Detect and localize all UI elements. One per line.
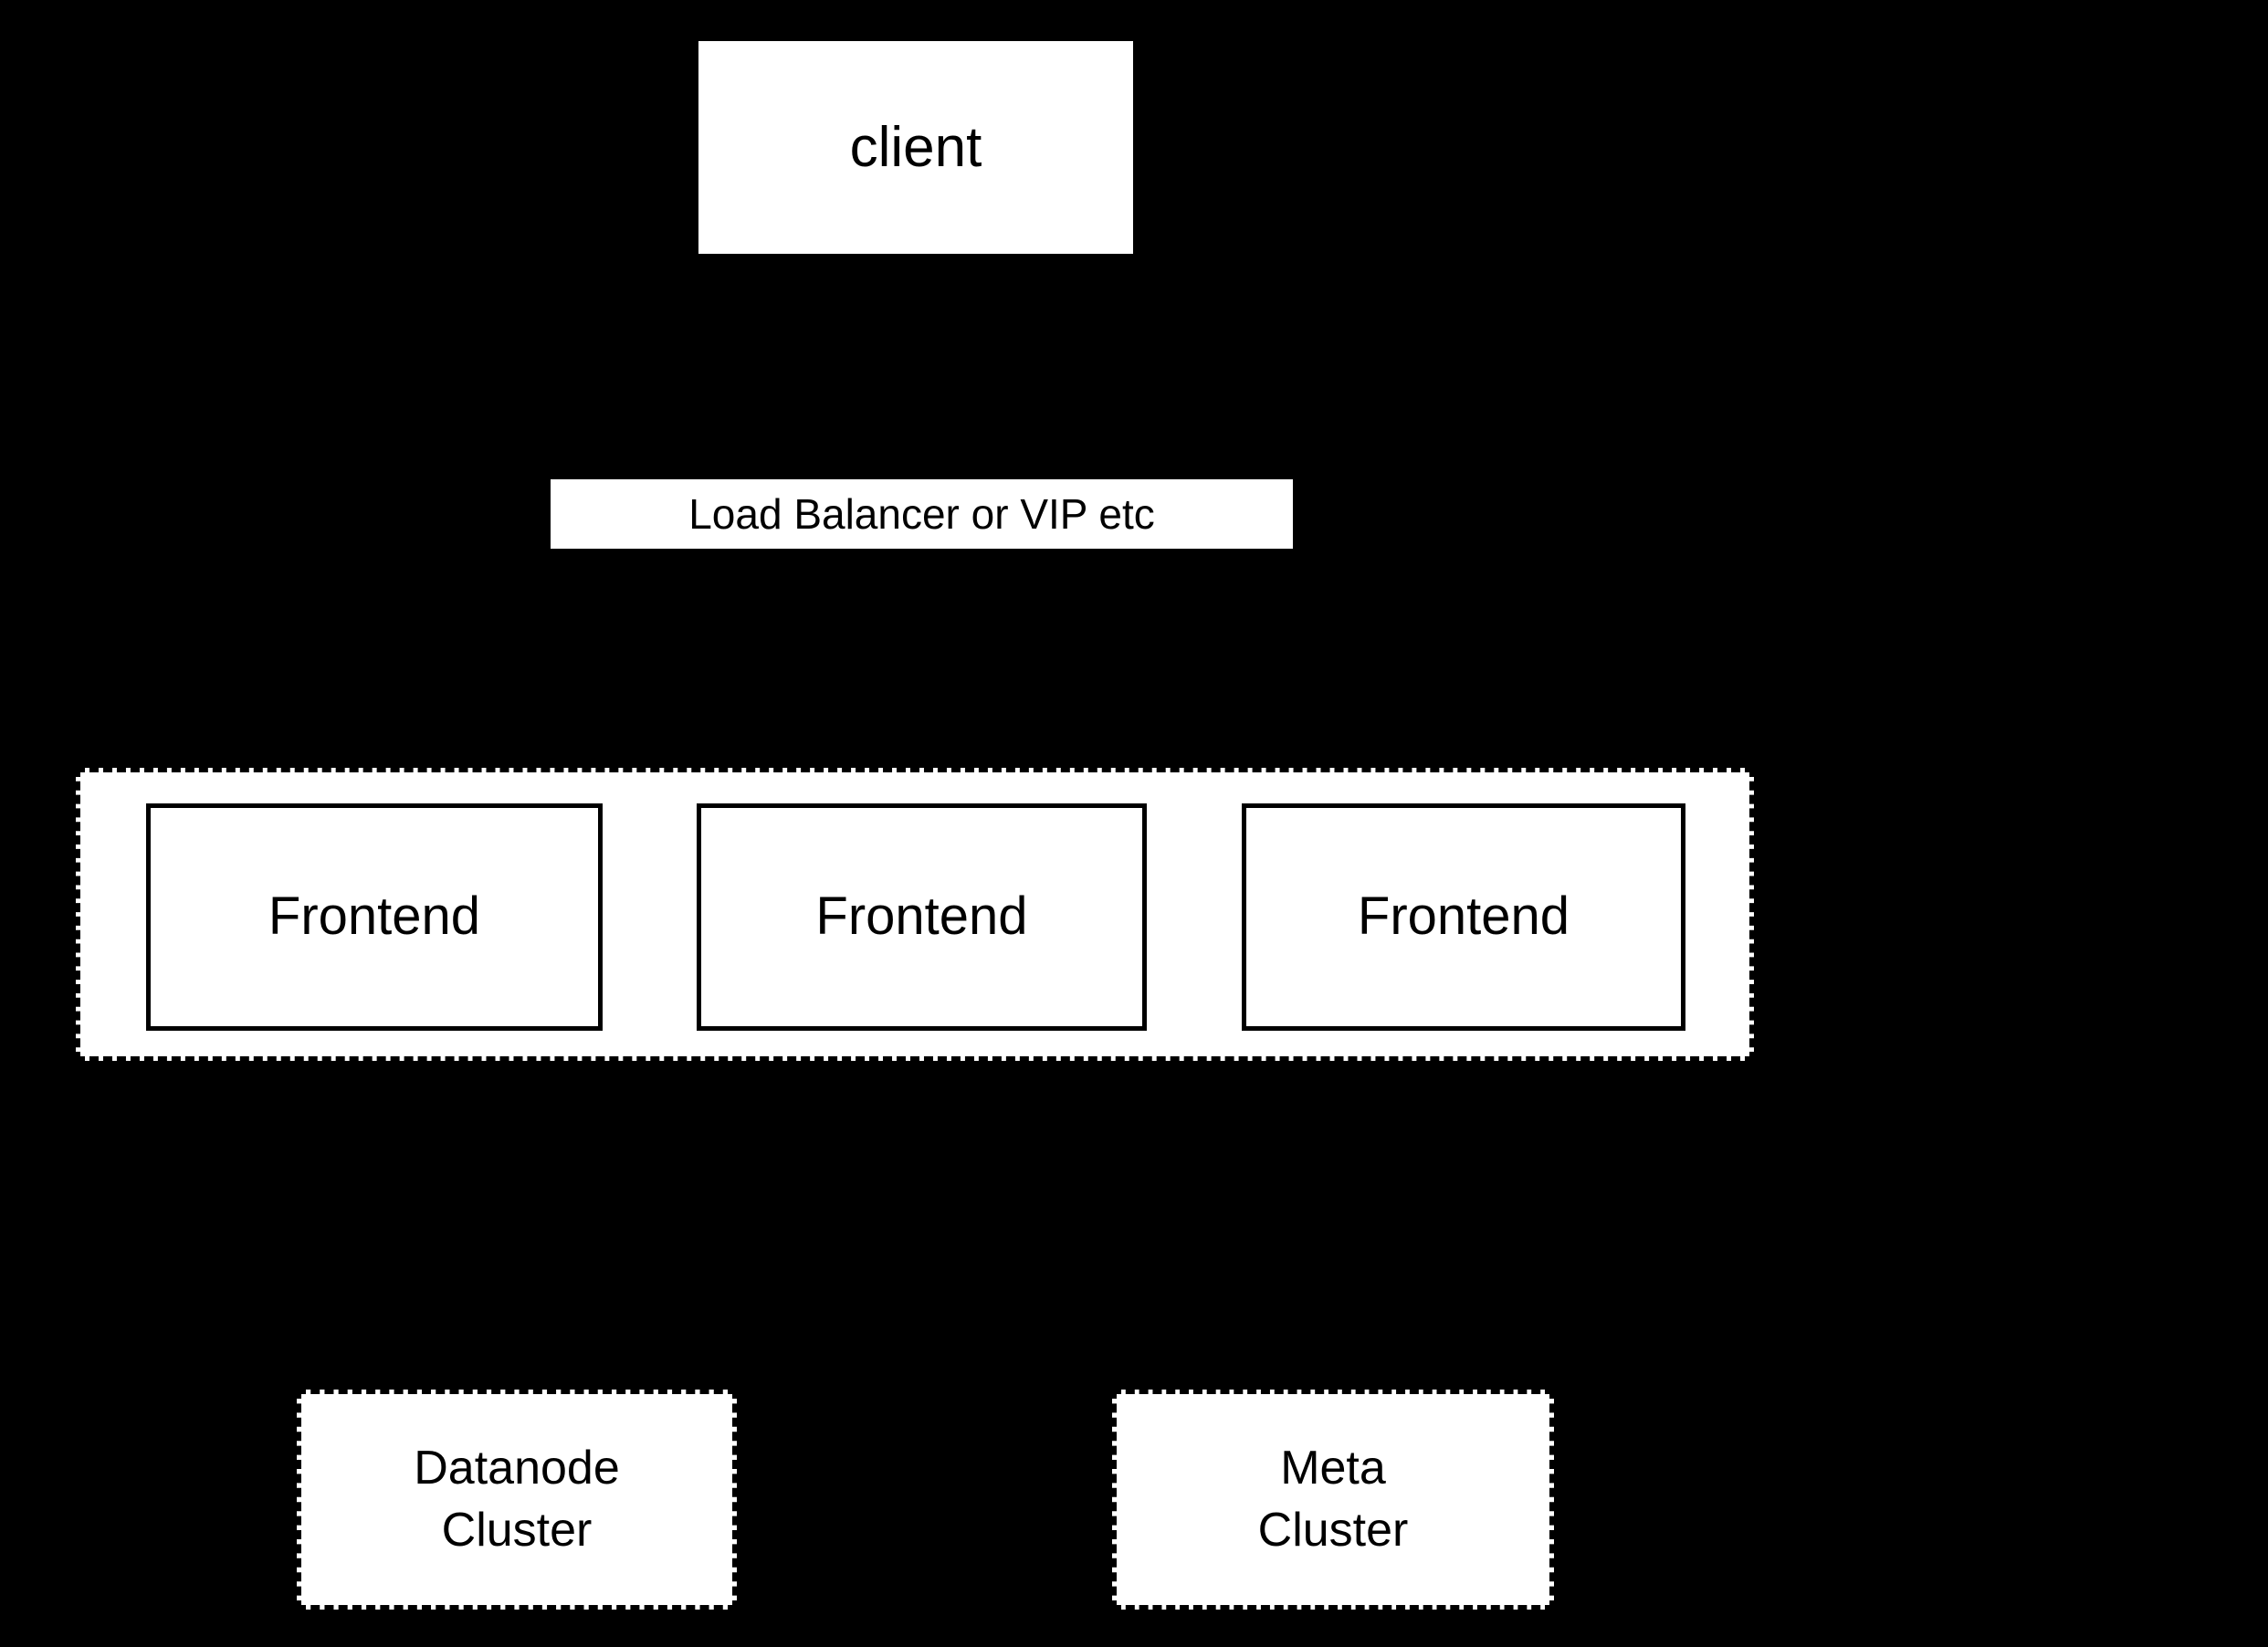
node-meta-cluster[interactable]: Meta Cluster	[1112, 1390, 1554, 1610]
node-datanode-cluster[interactable]: Datanode Cluster	[297, 1390, 737, 1610]
node-client-label: client	[849, 115, 982, 179]
node-frontend-3-label: Frontend	[1357, 886, 1570, 947]
node-frontend-3[interactable]: Frontend	[1242, 803, 1685, 1031]
node-load-balancer[interactable]: Load Balancer or VIP etc	[551, 479, 1293, 549]
node-datanode-cluster-label: Datanode Cluster	[414, 1441, 620, 1557]
node-frontend-2-label: Frontend	[815, 886, 1028, 947]
node-frontend-1-label: Frontend	[268, 886, 481, 947]
node-frontend-1[interactable]: Frontend	[146, 803, 603, 1031]
node-client[interactable]: client	[698, 41, 1133, 254]
frontend-cluster-container[interactable]: Frontend Frontend Frontend	[76, 768, 1754, 1061]
node-frontend-2[interactable]: Frontend	[697, 803, 1147, 1031]
node-load-balancer-label: Load Balancer or VIP etc	[688, 489, 1155, 538]
node-meta-cluster-label: Meta Cluster	[1257, 1441, 1409, 1557]
